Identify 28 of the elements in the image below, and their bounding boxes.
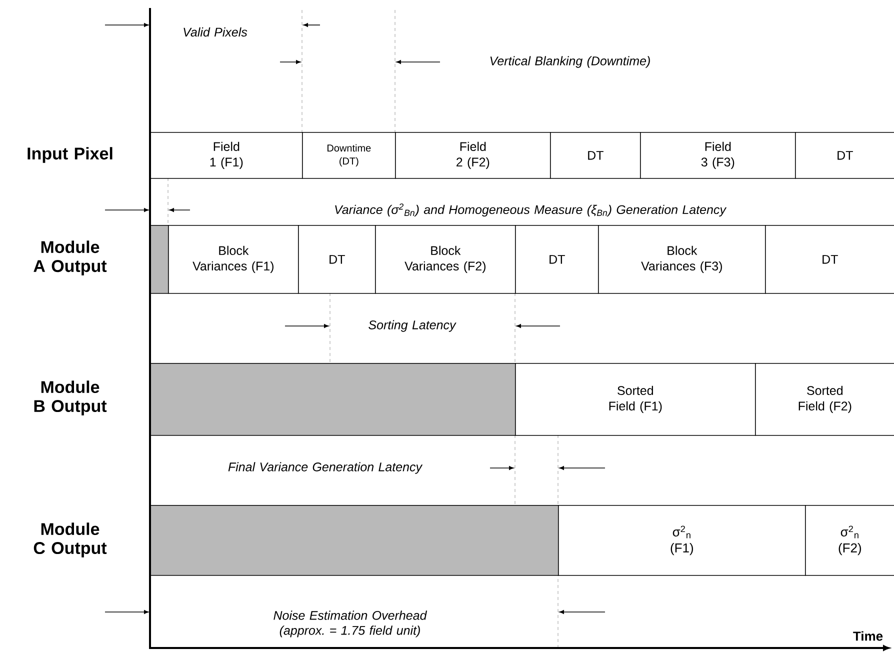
annotation: Final Variance Generation Latency — [228, 462, 423, 474]
time-slot-box: Block Variances (F2) — [375, 225, 516, 294]
row-label: Module C Output — [34, 522, 107, 558]
time-slot-box: Field 1 (F1) — [150, 132, 303, 179]
busy-bar — [150, 225, 169, 294]
time-slot-box: Downtime (DT) — [302, 132, 396, 179]
annotation: Sorting Latency — [368, 320, 456, 332]
annotation: Noise Estimation Overhead (approx. = 1.75 field unit) — [274, 610, 428, 638]
annotation: Variance (σ$^{2}$$_{Bn}$) and Homogeneous Measure (ξ$_{Bn}$) Generation Latency — [335, 203, 727, 217]
row-label: Module A Output — [34, 240, 107, 276]
time-slot-box: Field 2 (F2) — [395, 132, 551, 179]
time-slot-box: DT — [515, 225, 599, 294]
row-label: Module B Output — [34, 380, 107, 416]
time-slot-box: σ$^{2}$n (F2) — [805, 505, 894, 576]
time-slot-box: DT — [765, 225, 894, 294]
row-label: Input Pixel — [28, 147, 112, 163]
time-slot-box: DT — [550, 132, 641, 179]
time-slot-box: Sorted Field (F1) — [515, 363, 756, 436]
axis-label: Time — [853, 631, 883, 641]
busy-bar — [150, 505, 559, 576]
time-slot-box: DT — [795, 132, 894, 179]
time-slot-box: DT — [298, 225, 376, 294]
annotation: Vertical Blanking (Downtime) — [490, 56, 650, 68]
busy-bar — [150, 363, 516, 436]
time-slot-box: Field 3 (F3) — [640, 132, 796, 179]
time-slot-box: Sorted Field (F2) — [755, 363, 894, 436]
time-slot-box: Block Variances (F1) — [168, 225, 299, 294]
annotation: Valid Pixels — [184, 27, 248, 37]
